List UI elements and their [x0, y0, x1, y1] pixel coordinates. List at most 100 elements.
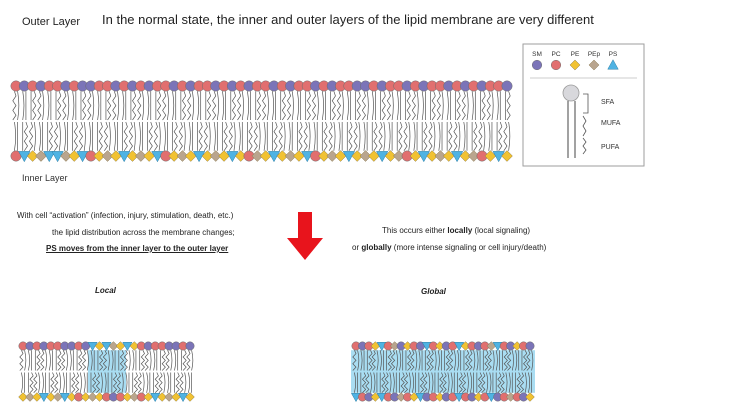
local-membrane-tail-top-3: [40, 350, 48, 371]
global-membrane-tail-bottom-3: [373, 372, 378, 393]
main-membrane-tail-bottom-31: [272, 121, 278, 151]
local-membrane-tail-bottom-10: [90, 372, 97, 394]
local-membrane-tail-top-23: [181, 350, 187, 371]
local-membrane-tail-top-2: [34, 350, 41, 371]
legend-ps-icon: [607, 59, 619, 70]
main-membrane-tail-top-19: [172, 91, 177, 121]
main-membrane-tail-bottom-16: [147, 121, 153, 151]
main-membrane-tail-bottom-34: [296, 121, 303, 151]
main-membrane-tail-top-28: [247, 91, 251, 121]
legend-label-ps: PS: [609, 51, 618, 58]
main-membrane-tail-top-16: [147, 91, 152, 121]
main-membrane-tail-top-25: [222, 91, 227, 121]
main-membrane-tail-bottom-42: [363, 121, 368, 151]
local-membrane-tail-bottom-22: [174, 372, 180, 394]
main-membrane-tail-bottom-27: [238, 121, 243, 151]
main-membrane-head-bottom-34-pe: [293, 150, 305, 162]
main-membrane-tail-bottom-35: [303, 121, 311, 151]
local-membrane-tail-bottom-24: [188, 372, 192, 393]
local-membrane-tail-top-12: [102, 350, 110, 371]
main-membrane-head-bottom-21-pe: [184, 150, 197, 162]
main-membrane-tail-bottom-11: [103, 121, 111, 151]
main-membrane-tail-top-9: [87, 91, 95, 121]
main-membrane-head-bottom-49-ps: [417, 151, 430, 163]
main-membrane-tail-bottom-47: [403, 121, 411, 151]
local-membrane-head-bottom-22-pe: [171, 392, 181, 402]
local-membrane-tail-top-7: [69, 350, 74, 371]
main-membrane-head-bottom-37-pe: [318, 150, 330, 162]
local-membrane-tail-top-19: [153, 350, 158, 371]
local-membrane-tail-bottom-1: [28, 372, 34, 394]
main-membrane-tail-top-10: [97, 91, 102, 121]
global-membrane-tail-top-4: [379, 350, 384, 371]
local-membrane-tail-bottom-0: [21, 372, 25, 393]
main-membrane-tail-top-50: [430, 91, 436, 121]
main-membrane-tail-top-38: [330, 91, 336, 121]
main-membrane-tail-bottom-4: [47, 121, 53, 151]
global-membrane-tail-top-21: [487, 350, 495, 371]
main-membrane-tail-bottom-26: [228, 121, 236, 151]
local-membrane-head-bottom-23-ps: [177, 393, 189, 403]
main-membrane-tail-bottom-59: [503, 121, 511, 151]
main-membrane-head-bottom-26-ps: [226, 151, 239, 163]
main-membrane-tail-bottom-25: [222, 121, 228, 151]
main-membrane-tail-bottom-2: [29, 121, 36, 151]
legend-headgroup-icon: [562, 84, 580, 102]
inner-layer-label: Inner Layer: [22, 173, 68, 183]
global-membrane-tail-top-3: [371, 350, 379, 371]
legend-pep-icon: [588, 59, 600, 71]
main-membrane-head-bottom-45-pe: [384, 150, 397, 162]
local-membrane-head-top-14-pe: [115, 341, 126, 351]
global-membrane-tail-top-0: [352, 350, 360, 371]
main-membrane-tail-bottom-40: [346, 121, 353, 151]
main-membrane-tail-bottom-30: [263, 121, 268, 151]
local-membrane-tail-top-9: [81, 350, 89, 371]
local-membrane-tail-bottom-23: [179, 372, 187, 394]
down-arrow-icon: [287, 212, 323, 260]
main-membrane-tail-top-32: [280, 91, 286, 121]
main-membrane-tail-top-49: [421, 91, 426, 121]
main-membrane-tail-top-21: [187, 91, 194, 121]
main-membrane-head-bottom-44-ps: [376, 151, 389, 163]
main-membrane-tail-bottom-57: [488, 121, 493, 151]
main-membrane-head-bottom-17-ps: [151, 151, 164, 163]
main-membrane-head-bottom-24-pep: [209, 150, 222, 162]
main-membrane-head-bottom-59-pe: [501, 150, 513, 162]
local-membrane-head-bottom-20-pe: [157, 392, 167, 402]
local-membrane-tail-bottom-14: [116, 372, 124, 394]
main-membrane-tail-top-18: [162, 91, 169, 121]
main-membrane-tail-top-40: [346, 91, 351, 121]
main-membrane-head-bottom-53-ps: [450, 151, 464, 163]
main-membrane-tail-top-55: [471, 91, 476, 121]
main-membrane-tail-bottom-50: [428, 121, 436, 151]
local-membrane-tail-top-17: [139, 350, 145, 371]
main-membrane-head-bottom-23-pe: [201, 150, 214, 162]
local-membrane-tail-top-20: [160, 350, 166, 371]
global-membrane-tail-bottom-2: [365, 372, 373, 394]
local-membrane-head-top-13-pep: [108, 341, 119, 351]
main-membrane-head-bottom-57-pe: [484, 150, 497, 162]
main-membrane-tail-bottom-53: [453, 121, 461, 151]
main-membrane-tail-top-8: [80, 91, 87, 121]
global-membrane-tail-bottom-18: [470, 372, 474, 393]
global-membrane: [350, 341, 535, 403]
global-membrane-tail-bottom-15: [450, 372, 455, 393]
global-membrane-tail-bottom-10: [418, 372, 425, 394]
main-membrane-tail-top-43: [371, 91, 376, 121]
main-membrane-tail-top-11: [105, 91, 112, 121]
local-membrane-head-bottom-2-pe: [32, 392, 42, 402]
global-membrane-tail-top-24: [506, 350, 514, 371]
main-membrane-tail-top-31: [272, 91, 276, 121]
main-membrane-head-bottom-32-pe: [276, 150, 289, 162]
main-membrane-tail-top-26: [230, 91, 236, 121]
local-membrane-head-bottom-18-pe: [143, 392, 154, 402]
legend-chain-label-mufa: MUFA: [601, 120, 621, 127]
local-membrane-tail-bottom-20: [158, 372, 166, 394]
local-membrane-tail-bottom-13: [111, 372, 118, 394]
main-membrane: [10, 80, 513, 163]
main-membrane-tail-top-20: [180, 91, 187, 121]
local-membrane-tail-bottom-8: [74, 372, 82, 394]
main-membrane-head-bottom-20-pep: [176, 150, 189, 162]
